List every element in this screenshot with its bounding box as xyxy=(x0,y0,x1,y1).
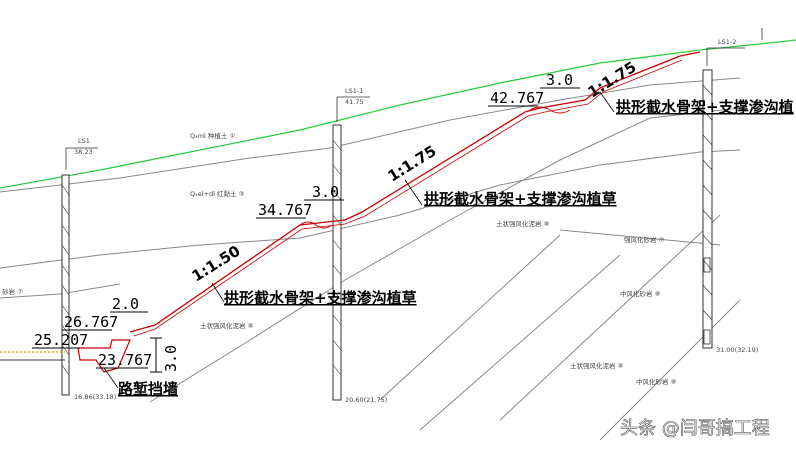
stratum-label-6: 土状强风化泥岩 ⑧ xyxy=(496,219,550,228)
leader-protection-1 xyxy=(211,282,225,303)
leader-protection-2 xyxy=(404,179,423,206)
borehole-ls1-2: LS1-2 31.00(32.19) xyxy=(702,28,763,354)
rock-dip-line-2 xyxy=(419,254,621,431)
leader-wall xyxy=(103,367,119,389)
stratum-label-4: 强风化砂岩 ⑦ xyxy=(624,235,665,244)
borehole-ls1-id: LS1 xyxy=(78,137,90,145)
borehole-ls1-1-bottom: 20.60(21.75) xyxy=(345,396,387,404)
protection-label-2: 拱形截水骨架+支撑渗沟植草 xyxy=(424,190,617,208)
cut-slope-inner xyxy=(133,59,683,337)
borehole-ls1-1-id: LS1-1 xyxy=(345,87,363,95)
elevation-1: 25.207 xyxy=(34,331,88,349)
borehole-ls1-2-bottom: 31.00(32.19) xyxy=(716,346,758,354)
berm-drain-1 xyxy=(299,221,333,229)
rock-dip-line-5 xyxy=(559,229,721,246)
stratum-label-7: 中风化砂岩 ⑧ xyxy=(636,377,677,386)
berm-drain-2 xyxy=(529,106,571,114)
stratum-line-3 xyxy=(0,283,121,299)
borehole-ls1-elevation: 38.23 xyxy=(74,148,93,156)
elevation-2: 26.767 xyxy=(64,313,118,331)
stratum-label-3: 土状强风化泥岩 ⑧ xyxy=(200,321,254,330)
borehole-ls1-1-elevation: 41.75 xyxy=(345,98,364,106)
rock-dip-line-3 xyxy=(499,214,721,421)
ground-surface-line xyxy=(0,39,796,189)
stratum-label-1: Q₄ml 种植土 ① xyxy=(190,131,235,140)
cut-slope-line xyxy=(129,51,701,333)
borehole-ls1-bottom: 16.86(33.18) xyxy=(74,393,116,401)
protection-label-3: 拱形截水骨架+支撑渗沟植 xyxy=(616,98,794,116)
berm-width-3: 3.0 xyxy=(546,71,573,89)
elevation-3: 23.767 xyxy=(98,351,152,369)
elevation-5: 42.767 xyxy=(490,89,544,107)
stratum-line-2 xyxy=(0,149,741,269)
wall-height: 3.0 xyxy=(162,345,180,372)
borehole-ls1-1: LS1-1 41.75 20.60(21.75) xyxy=(332,87,387,404)
slope-ratio-2: 1:1.75 xyxy=(385,142,440,186)
slope-ratio-1: 1:1.50 xyxy=(189,242,244,286)
stratum-label-8: 砂岩 ⑦ xyxy=(2,287,23,296)
retaining-wall-label: 路堑挡墙 xyxy=(118,380,178,398)
stratum-label-2: Q₄el+dl 红黏土 ③ xyxy=(190,189,245,198)
stratum-label-5: 中风化砂岩 ⑧ xyxy=(620,289,661,298)
protection-label-1: 拱形截水骨架+支撑渗沟植草 xyxy=(224,289,417,307)
leader-protection-3 xyxy=(599,91,615,113)
borehole-ls1: LS1 38.23 16.86(33.18) xyxy=(61,137,116,401)
rock-dip-line-1 xyxy=(379,234,561,401)
berm-width-2: 3.0 xyxy=(312,183,339,201)
rock-dip-line-4 xyxy=(599,299,741,441)
stratum-line-1 xyxy=(0,77,741,193)
watermark: 头条 @闫哥搞工程 xyxy=(620,418,770,439)
berm-width-1: 2.0 xyxy=(112,295,139,313)
borehole-ls1-2-id: LS1-2 xyxy=(718,38,736,46)
stratum-label-9: 土状强风化泥岩 ⑧ xyxy=(570,361,624,370)
elevation-4: 34.767 xyxy=(258,201,312,219)
stratum-line-4 xyxy=(149,107,741,403)
